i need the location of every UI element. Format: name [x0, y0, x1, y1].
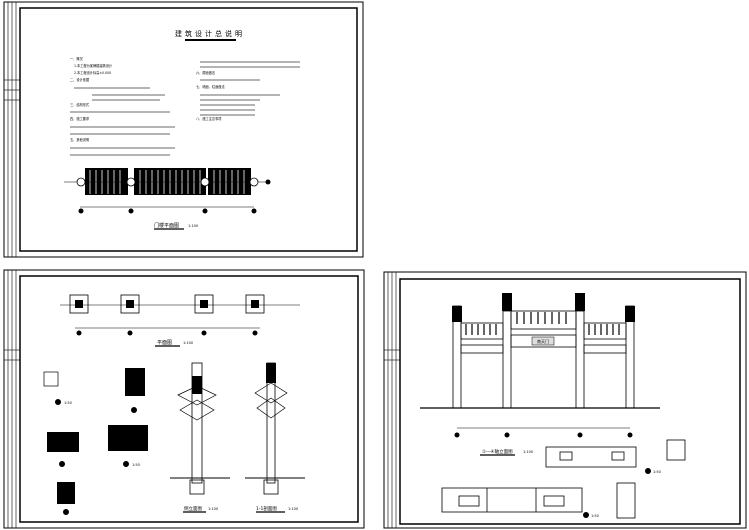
note-line: 五、其他说明 — [70, 137, 89, 142]
column-plan: 平面图 1:100 — [60, 294, 300, 347]
sheet-front-elevation: 南天门 ①—④轴立面图 1:100 1:50 1:50 — [383, 271, 747, 529]
plan-label: 门楼平面图 — [154, 222, 179, 229]
section-label: 1-1剖面图 — [256, 505, 277, 512]
note-line: 一、概况 — [70, 56, 84, 61]
note-line: 八、施工注意事项 — [196, 116, 222, 121]
front-label: ①—④轴立面图 — [482, 448, 513, 455]
section-view: 1-1剖面图 1:100 — [245, 362, 305, 513]
plan-label: 平面图 — [157, 340, 172, 346]
note-line: 1.本工程为某牌楼建筑设计 — [74, 63, 113, 68]
note-line: 二、设计依据 — [70, 77, 90, 82]
detail-scale: 1:50 — [64, 401, 72, 405]
sheet-plan-and-sections: 平面图 1:100 1:50 1:50 侧立面图 1:100 — [3, 269, 365, 529]
gate-plan: 门楼平面图 1:100 — [64, 168, 271, 230]
front-scale: 1:100 — [523, 450, 533, 454]
beam-details — [441, 439, 686, 519]
gate-sign-text: 南天门 — [537, 338, 549, 344]
gate-elevation: 南天门 — [420, 293, 660, 438]
sheet-general-notes: 建筑设计总说明 一、概况 1.本工程为某牌楼建筑设计 2.本工程设计标高±0.0… — [3, 1, 364, 258]
plan-scale: 1:100 — [183, 341, 193, 345]
elevation-label-group: ①—④轴立面图 1:100 — [480, 448, 533, 456]
notes-right: 六、屋面做法 七、墙面、柱面做法 八、施工注意事项 — [196, 70, 225, 121]
detail-scale: 1:50 — [653, 470, 661, 474]
note-line: 六、屋面做法 — [196, 70, 215, 75]
note-line: 三、结构形式 — [70, 102, 90, 107]
detail-scale: 1:50 — [132, 463, 140, 467]
sheet-title: 建筑设计总说明 — [175, 29, 245, 38]
note-line: 七、墙面、柱面做法 — [196, 84, 225, 89]
note-line: 2.本工程设计标高±0.000 — [74, 70, 111, 75]
details: 1:50 1:50 — [43, 368, 148, 515]
side-scale: 1:100 — [208, 507, 218, 511]
side-elevation: 侧立面图 1:100 — [170, 362, 230, 513]
plan-scale: 1:100 — [188, 224, 198, 228]
notes-left: 一、概况 1.本工程为某牌楼建筑设计 2.本工程设计标高±0.000 二、设计依… — [70, 56, 113, 142]
side-label: 侧立面图 — [184, 505, 202, 512]
note-line: 四、施工要求 — [70, 116, 90, 121]
section-scale: 1:100 — [288, 507, 298, 511]
title-block-strip — [4, 2, 20, 257]
detail-scale: 1:50 — [591, 514, 599, 518]
